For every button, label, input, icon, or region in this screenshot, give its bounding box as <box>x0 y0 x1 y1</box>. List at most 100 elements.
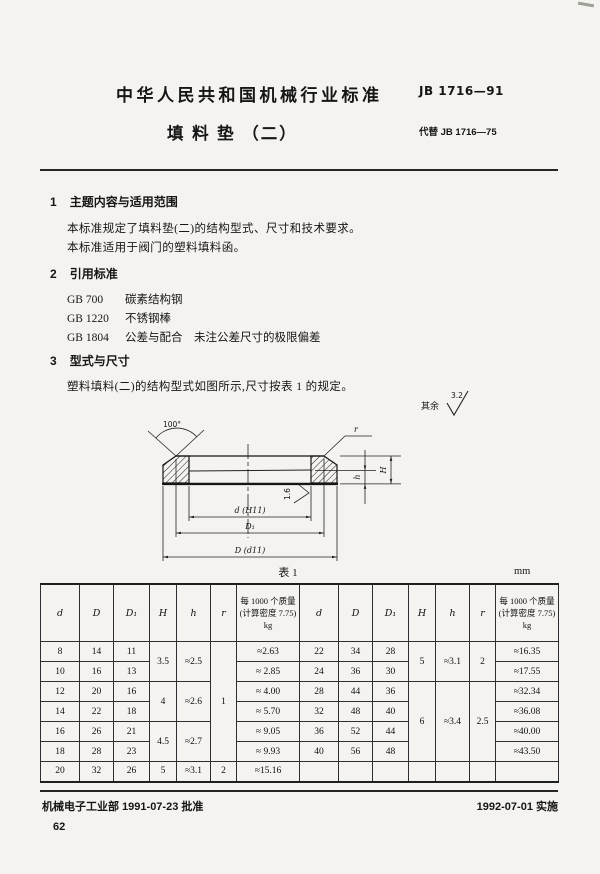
cell: 5 <box>149 761 177 782</box>
cell: 18 <box>40 741 80 762</box>
cell: 26 <box>113 761 150 782</box>
section-2-title: 引用标准 <box>69 267 118 281</box>
gasket-section-drawing: 100° r h H 1.6 d (H11) D <box>147 420 401 561</box>
H-arrow-top <box>389 456 393 461</box>
cell: 44 <box>372 721 409 742</box>
cell: 32 <box>299 701 339 722</box>
col-header-r: r <box>210 583 237 642</box>
section-1-title: 主题内容与适用范围 <box>69 195 178 209</box>
cell: 36 <box>299 721 339 742</box>
cell-mass: ≈ 9.05 <box>236 721 300 742</box>
reference-name: 公差与配合 未注公差尺寸的极限偏差 <box>125 332 321 344</box>
angle-arm-left <box>147 430 177 457</box>
col-header-h: h <box>435 583 470 642</box>
cell-merged: 4.5 <box>149 721 177 762</box>
recess-floor-line <box>188 469 312 472</box>
cell: 22 <box>299 641 339 662</box>
d-arrow-left <box>189 515 194 519</box>
reference-name: 碳素结构钢 <box>125 294 183 306</box>
table-row: 10 16 13 ≈ 2.85 24 36 30 ≈17.55 <box>40 661 559 682</box>
col-header-r: r <box>469 583 496 642</box>
section-2-number: 2 <box>50 267 57 281</box>
cell-empty <box>372 761 409 782</box>
reference-code: GB 1220 <box>67 313 109 325</box>
cell-mass: ≈2.63 <box>236 641 300 662</box>
cell-mass: ≈36.08 <box>495 701 559 722</box>
cell-merged: 2 <box>469 641 496 682</box>
table-header-row: d D D₁ H h r 每 1000 个质量 (计算密度 7.75) kg d… <box>40 583 559 642</box>
page-number: 62 <box>53 821 66 833</box>
cell-merged: 4 <box>149 681 177 722</box>
cell: 2 <box>210 761 237 782</box>
mass-header-line1: 每 1000 个质量 <box>499 595 555 606</box>
approval-note: 机械电子工业部 1991-07-23 批准 <box>42 801 204 813</box>
section-2-heading: 2 引用标准 <box>50 265 118 282</box>
cell-merged: 1 <box>210 641 237 762</box>
col-header-d: d <box>40 583 80 642</box>
cell: 16 <box>79 661 114 682</box>
cell: 48 <box>372 741 409 762</box>
cell-empty <box>495 761 559 782</box>
h-arrow-bottom <box>363 483 367 489</box>
cell: 28 <box>79 741 114 762</box>
cell-mass: ≈40.00 <box>495 721 559 742</box>
cell: 44 <box>338 681 373 702</box>
standard-org-title: 中华人民共和国机械行业标准 <box>116 86 383 105</box>
cell: 23 <box>113 741 150 762</box>
cell-merged: ≈2.5 <box>176 641 211 682</box>
D-arrow-right <box>332 555 337 559</box>
radius-leader <box>323 435 346 457</box>
table-row: 12 20 16 4 ≈2.6 ≈ 4.00 28 44 36 6 ≈3.4 2… <box>40 681 559 762</box>
mass-header-line3: kg <box>263 620 273 631</box>
cell: 36 <box>338 661 373 682</box>
inner-roughness-check-icon <box>293 483 310 504</box>
roughness-value-label: 3.2 <box>451 391 463 400</box>
cell: 14 <box>40 701 80 722</box>
section-1-text-line-2: 本标准适用于阀门的塑料填料函。 <box>67 242 246 254</box>
cell-empty <box>299 761 339 782</box>
cell-empty <box>435 761 470 782</box>
D1-dim-label: D₁ <box>244 522 255 531</box>
cell-merged: 2.5 <box>469 681 496 762</box>
col-header-D1: D₁ <box>372 583 409 642</box>
cell: 20 <box>40 761 80 782</box>
cell-merged: ≈3.4 <box>435 681 470 762</box>
D1-arrow-left <box>176 531 181 535</box>
h-arrow-top <box>363 465 367 471</box>
reference-gb700: GB 700 碳素结构钢 <box>67 291 183 307</box>
radius-label: r <box>354 425 359 434</box>
general-roughness-symbol: 其余 3.2 <box>421 390 469 417</box>
cell: 16 <box>40 721 80 742</box>
header-rule <box>40 169 558 171</box>
cell: 21 <box>113 721 150 742</box>
roughness-prefix-label: 其余 <box>421 400 439 411</box>
col-header-H: H <box>149 583 177 642</box>
cell: 56 <box>338 741 373 762</box>
col-header-D: D <box>338 583 373 642</box>
cell-mass: ≈15.16 <box>236 761 300 782</box>
cell: 40 <box>299 741 339 762</box>
table-row: 14 22 18 ≈ 5.70 32 48 40 ≈36.08 <box>40 701 559 722</box>
replaces-note: 代替 JB 1716—75 <box>419 127 497 138</box>
cell: 12 <box>40 681 80 702</box>
section-1-heading: 1 主题内容与适用范围 <box>50 193 178 210</box>
cell: 30 <box>372 661 409 682</box>
cell-mass: ≈32.34 <box>495 681 559 702</box>
cell: 34 <box>338 641 373 662</box>
mass-header-line3: kg <box>522 620 532 631</box>
cell: 28 <box>299 681 339 702</box>
cell: 40 <box>372 701 409 722</box>
section-3-title: 型式与尺寸 <box>69 354 130 368</box>
col-header-mass: 每 1000 个质量 (计算密度 7.75) kg <box>236 583 300 642</box>
document-title: 填 料 垫 （二） <box>167 125 298 143</box>
table-unit: mm <box>514 566 531 577</box>
cell: 24 <box>299 661 339 682</box>
mass-header-line1: 每 1000 个质量 <box>240 595 296 606</box>
reference-code: GB 700 <box>67 294 104 306</box>
H-arrow-bottom <box>389 478 393 484</box>
reference-name: 不锈钢棒 <box>125 313 171 325</box>
table-caption: 表 1 <box>278 567 298 579</box>
cell-merged: 6 <box>408 681 436 762</box>
section-1-number: 1 <box>50 195 57 209</box>
H-dim-label: H <box>379 465 388 474</box>
